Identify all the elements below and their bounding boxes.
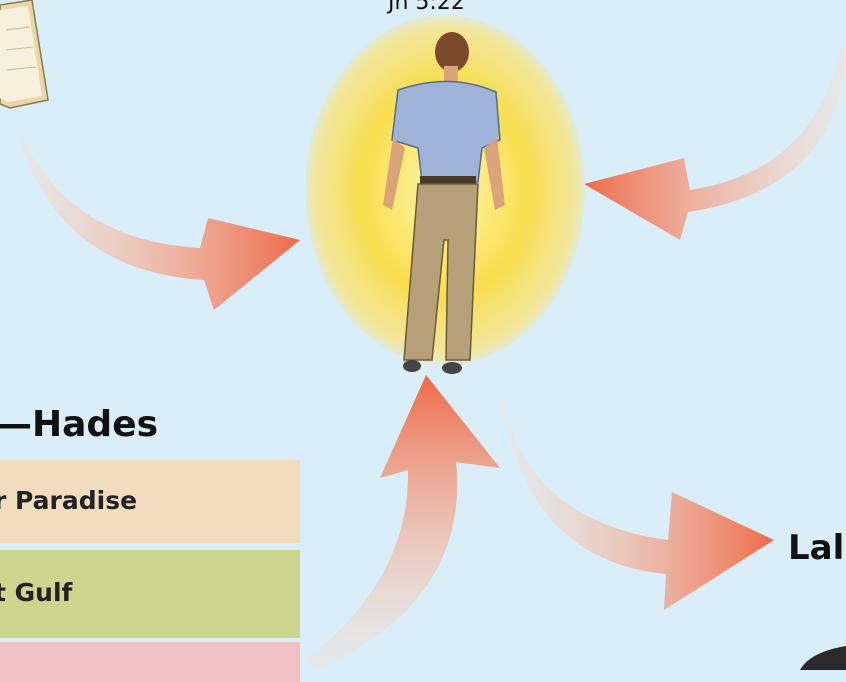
arrow-down-right	[500, 385, 774, 610]
arrow-from-book	[14, 118, 300, 310]
band-gulf-label: t Gulf	[0, 578, 72, 607]
book-illustration	[0, 0, 48, 108]
arrow-from-top-right	[584, 40, 846, 240]
band-gulf: t Gulf	[0, 550, 300, 638]
arrow-up-to-figure	[305, 375, 500, 670]
band-paradise: r Paradise	[0, 460, 300, 543]
band-third	[0, 642, 300, 682]
corner-shape	[800, 646, 846, 670]
scripture-reference: Jn 5:22	[388, 0, 465, 15]
right-label: Lal	[788, 528, 844, 568]
band-paradise-label: r Paradise	[0, 486, 137, 515]
hades-heading: —Hades	[0, 404, 158, 445]
